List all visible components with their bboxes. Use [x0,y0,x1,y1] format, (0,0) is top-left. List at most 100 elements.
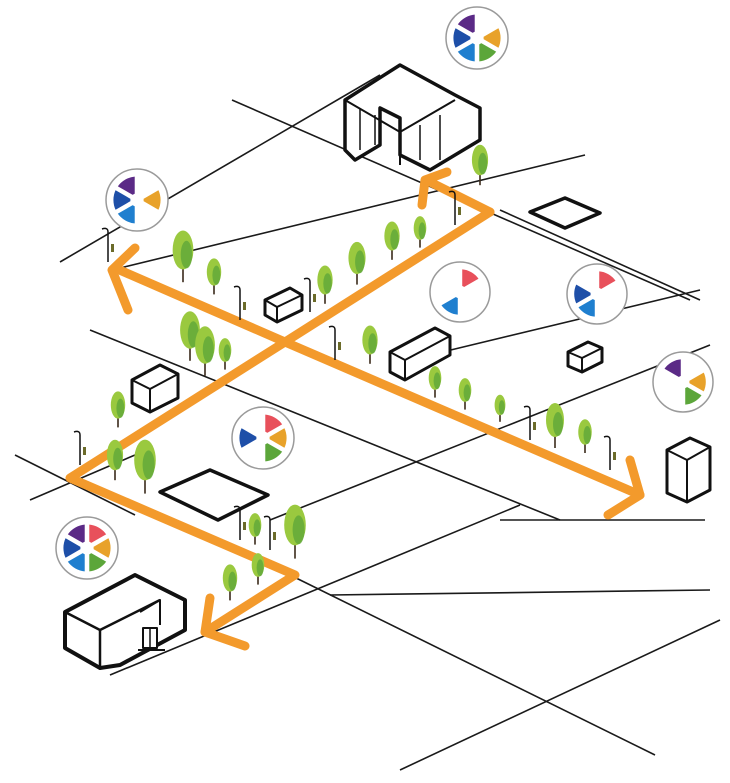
badge-mid-left [231,406,295,470]
street-line [59,74,381,263]
street-line [289,574,656,756]
badge-segment-purple [116,175,136,197]
badge-segment-green [684,385,704,406]
arrow-head-west [107,243,140,315]
lamp-light [313,294,316,302]
cube-building-left [130,363,180,414]
tree [180,311,200,361]
tree [106,439,124,481]
badge-segment-orange [688,370,707,394]
large-open-plot [158,468,270,522]
lamp-light [273,532,276,540]
tree [458,378,472,410]
badge-segment-orange [142,188,162,212]
small-cube-building [263,286,304,324]
badge-segment-green [264,441,284,463]
badge-segment-blue [456,41,476,63]
street-line [89,329,561,521]
long-block-building [388,326,452,382]
program-badges [55,6,714,580]
badge-segment-navy [62,536,82,560]
street-lamp [328,325,336,360]
street-lamp [523,405,531,440]
street-line [109,504,521,676]
tree [248,513,262,545]
street-grid [14,74,721,771]
badge-segment-purple [662,358,682,379]
tree [172,230,194,283]
route-segment-southeast [280,337,645,500]
buildings [63,63,712,670]
tree [362,325,378,364]
tree [317,265,333,304]
lamp-light [338,342,341,350]
h-shaped-building [343,63,482,172]
tree [251,553,265,585]
street-line [119,154,586,269]
arrow-head-south [200,593,250,651]
street-lamp [233,505,241,540]
tree [578,419,592,453]
arrow-head-east [603,455,645,520]
badge-ring [429,261,491,323]
civic-building [63,573,187,670]
badge-segment-orange [92,536,112,560]
badge-segment-blue [116,203,136,225]
badge-segment-purple [66,523,86,545]
tree [471,144,489,186]
street-line [399,619,721,771]
street-lights [73,190,616,550]
arrow-head-north [417,167,452,210]
trees [106,144,592,601]
badge-segment-red [264,413,284,435]
lamp-light [458,207,461,215]
badge-segment-navy [573,282,592,306]
badge-far-right [652,351,714,413]
badge-segment-purple [456,13,476,35]
tree [134,439,156,494]
street-line [329,589,711,596]
badge-segment-blue [439,295,459,316]
street-lamp [603,435,611,470]
street-lamp [263,515,271,550]
tree [110,391,126,428]
tree [195,326,215,376]
tree [222,564,238,601]
street-lamp [303,277,311,312]
badge-segment-green [478,41,498,63]
route-path [65,177,645,637]
badge-right [566,263,628,325]
tree [218,338,232,370]
lamp-light [243,302,246,310]
lamp-light [83,447,86,455]
badge-segment-navy [112,188,132,212]
badge-top [445,6,509,70]
badge-segment-orange [268,426,288,450]
street-lamp [101,227,109,262]
tree [413,216,427,248]
badge-segment-blue [66,551,86,573]
street-lamp [73,430,81,465]
badge-segment-navy [452,26,472,50]
tree [206,258,222,295]
tree [546,403,564,448]
badge-segment-navy [238,426,258,450]
lamp-light [243,522,246,530]
lamp-light [613,452,616,460]
badge-segment-orange [482,26,502,50]
badge-lower-left [55,516,119,580]
badge-upper-left [105,168,169,232]
badge-center [429,261,491,323]
lamp-light [111,244,114,252]
tree [384,221,400,260]
tree [428,366,442,398]
badge-segment-red [598,270,618,291]
badge-segment-blue [576,297,596,318]
tree [348,241,366,285]
open-plot [528,196,602,230]
small-cube-building [566,340,604,374]
badge-segment-green [88,551,108,573]
badge-segment-red [88,523,108,545]
